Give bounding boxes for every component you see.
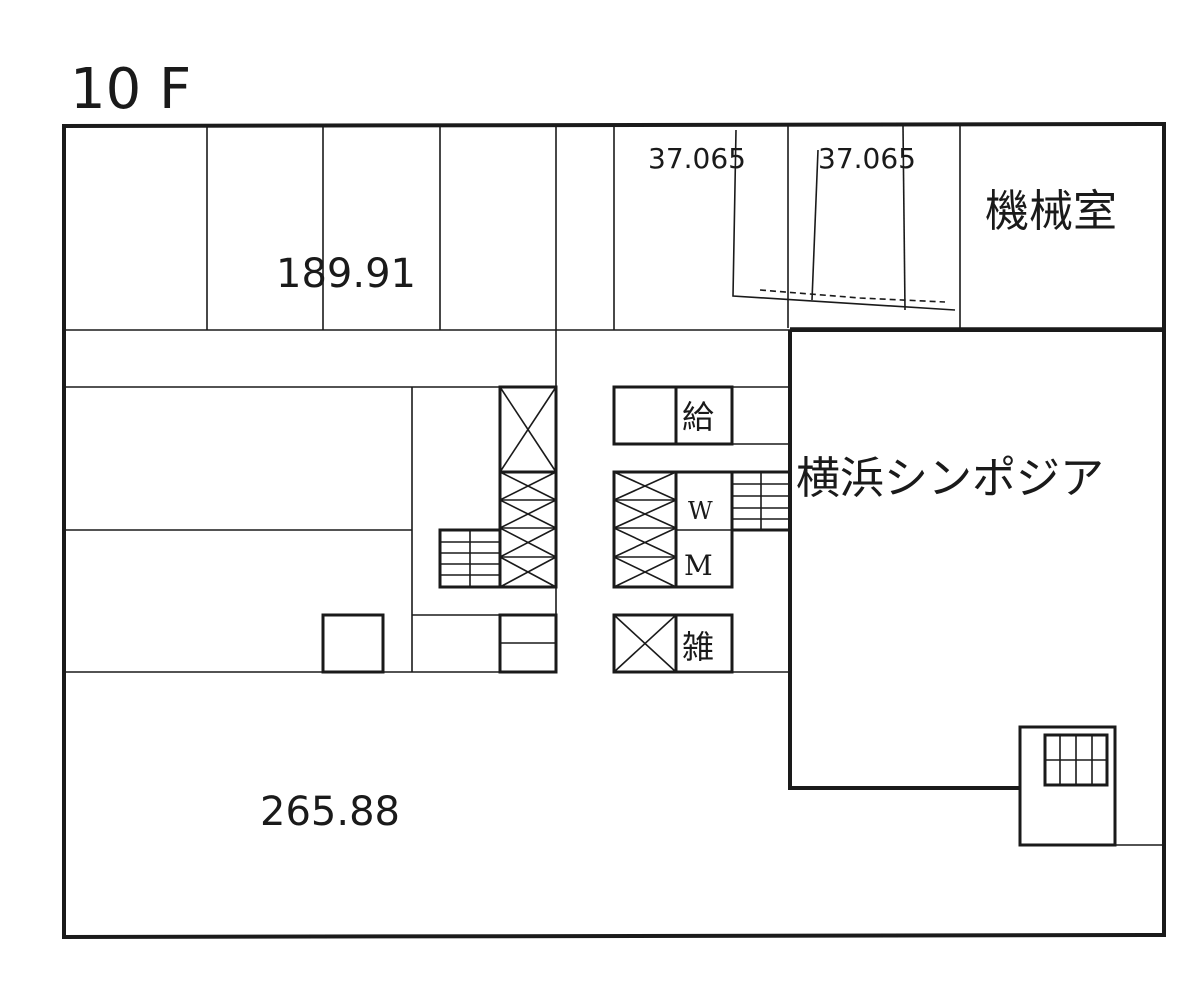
zatsu-label: 雑 — [682, 628, 714, 666]
men-restroom-label: M — [684, 549, 713, 582]
zatsu-room — [674, 613, 734, 674]
area-south-office: 265.88 — [260, 789, 400, 835]
area-north-office: 189.91 — [276, 251, 416, 297]
right-stairs — [730, 470, 792, 532]
left-stairs — [438, 528, 502, 589]
area-unit-a: 37.065 — [648, 142, 746, 175]
outer-wall — [62, 121, 1166, 940]
area-unit-b: 37.065 — [818, 142, 916, 175]
core-area — [64, 330, 792, 674]
symposia-room — [788, 328, 1164, 847]
symposia-stairs — [1043, 733, 1109, 787]
kyutou-room — [674, 385, 734, 446]
unit-partition-sketch — [732, 125, 956, 328]
left-elevators — [498, 470, 558, 589]
right-elevators — [612, 470, 678, 589]
women-restroom-label: W — [688, 497, 713, 525]
floor-label: 10 F — [70, 57, 191, 122]
symposia-label: 横浜シンポジア — [796, 453, 1104, 504]
kyutou-label: 給 — [682, 398, 714, 436]
machine-room-label: 機械室 — [985, 186, 1117, 237]
